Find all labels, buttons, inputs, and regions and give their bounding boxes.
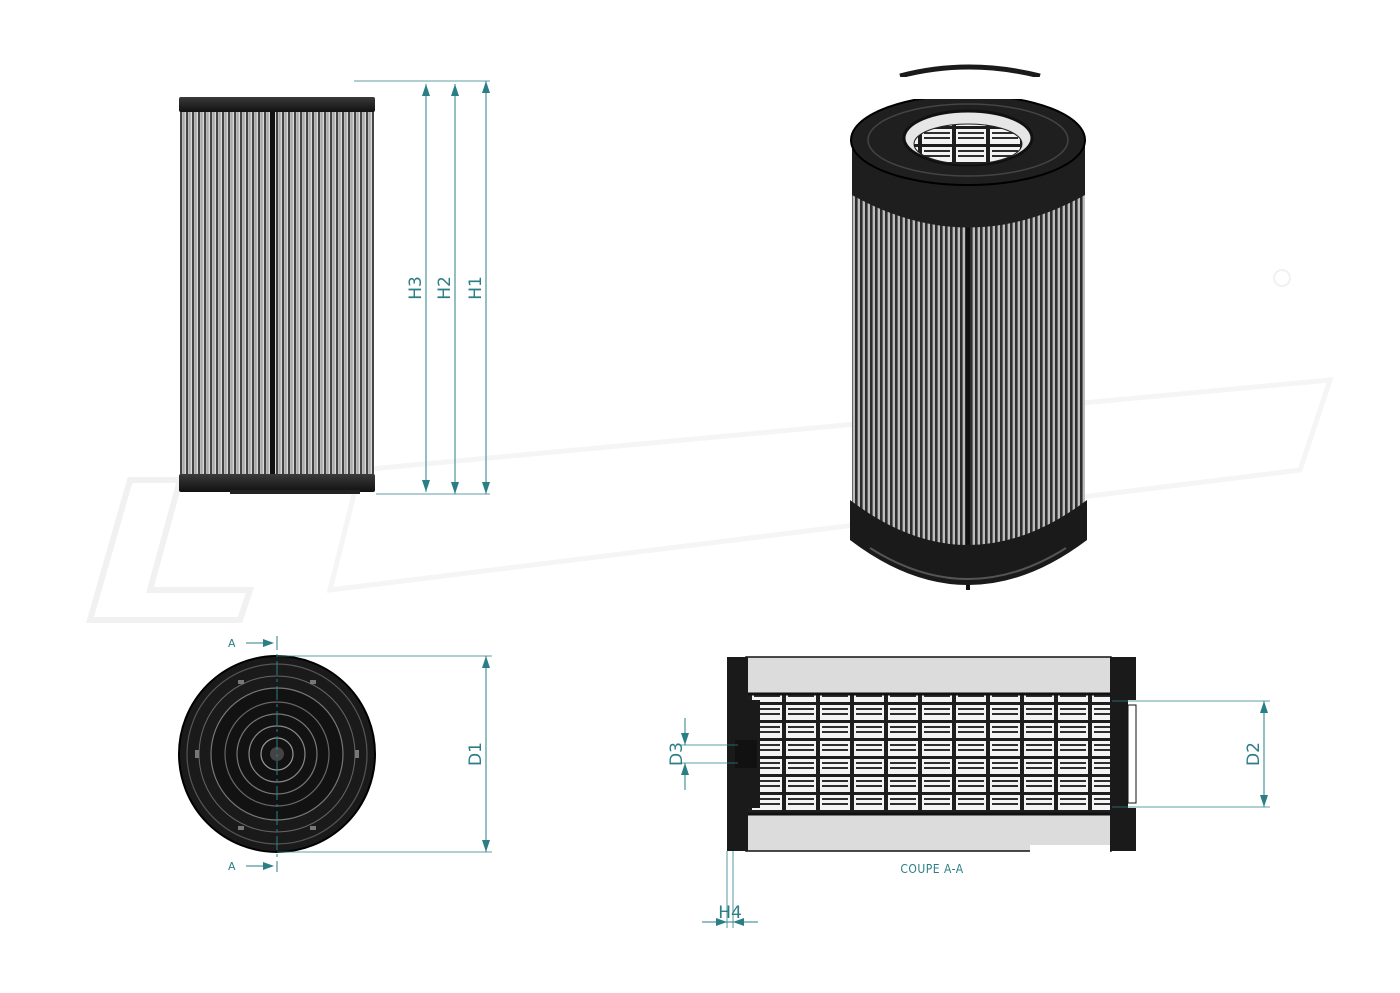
- section-marker-bottom: A: [228, 860, 236, 873]
- section-caption: COUPE A-A: [900, 862, 963, 876]
- side-view-dimensions: H3 H2 H1: [354, 80, 490, 495]
- dim-label-d2: D2: [1244, 742, 1264, 766]
- top-view: [178, 636, 376, 872]
- dim-label-h4: H4: [718, 903, 742, 923]
- section-view: [727, 656, 1137, 855]
- dim-label-h1: H1: [466, 276, 486, 300]
- isometric-view: [850, 64, 1087, 590]
- dim-label-h2: H2: [435, 276, 455, 300]
- side-view-pleats: [180, 110, 374, 476]
- dim-label-d3: D3: [667, 742, 687, 766]
- side-view-top-cap: [179, 97, 375, 112]
- dim-label-d1: D1: [466, 742, 486, 766]
- section-view-dimensions: D3 D2 H4 COUPE A-A: [667, 700, 1270, 928]
- section-marker-top: A: [228, 637, 236, 650]
- side-view-bottom-cap: [179, 474, 375, 492]
- dim-label-h3: H3: [406, 276, 426, 300]
- top-view-dimensions: D1 A A: [228, 637, 492, 873]
- section-mesh: [748, 694, 1112, 814]
- side-view: [179, 97, 375, 494]
